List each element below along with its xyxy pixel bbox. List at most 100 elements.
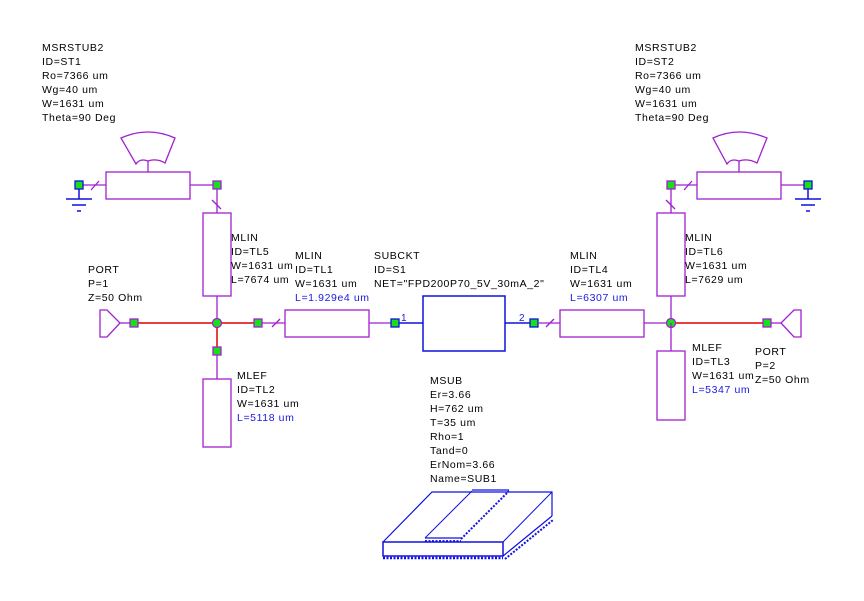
substrate-ground-side: [504, 519, 554, 560]
s1-param-net: NET="FPD200P70_5V_30mA_2": [374, 278, 544, 290]
st1-type-label: MSRSTUB2: [42, 42, 104, 54]
radial-stub-fan-icon: [120, 131, 176, 166]
ground-2: [795, 180, 821, 212]
tl4-tick: [545, 318, 555, 328]
tl4-param-l: L=6307 um: [570, 292, 628, 304]
tl2-node-top[interactable]: [212, 346, 222, 356]
component-tl5[interactable]: MLIN ID=TL5 W=1631 um L=7674 um: [202, 189, 293, 323]
tl3-param-id: ID=TL3: [692, 356, 730, 368]
port2-node[interactable]: [762, 318, 772, 328]
tl3-body: [656, 350, 686, 421]
component-st1[interactable]: MSRSTUB2 ID=ST1 Ro=7366 um Wg=40 um W=16…: [42, 42, 217, 200]
tl1-param-w: W=1631 um: [295, 278, 357, 290]
tl6-tick: [665, 199, 676, 210]
s1-node-pin1[interactable]: [390, 318, 400, 328]
tl5-type-label: MLIN: [231, 232, 259, 244]
port1-type-label: PORT: [88, 264, 119, 276]
component-port1[interactable]: PORT P=1 Z=50 Ohm: [88, 264, 143, 338]
tl2-body: [202, 378, 232, 448]
st1-param-ro: Ro=7366 um: [42, 70, 108, 82]
substrate-front-face: [382, 541, 504, 557]
radial-stub-fan-icon: [712, 131, 768, 166]
tl6-type-label: MLIN: [685, 232, 713, 244]
tl1-tick: [271, 318, 281, 328]
component-st2[interactable]: MSRSTUB2 ID=ST2 Ro=7366 um Wg=40 um W=16…: [635, 42, 808, 200]
strip-left-edge: [424, 490, 473, 539]
tl1-body: [284, 309, 370, 338]
msub-param-h: H=762 um: [430, 403, 484, 415]
component-tl3[interactable]: MLEF ID=TL3 W=1631 um L=5347 um: [656, 323, 754, 421]
st2-node-left[interactable]: [666, 180, 676, 190]
s1-pin1-label: 1: [401, 313, 407, 324]
tl4-body: [559, 309, 645, 338]
st1-param-w: W=1631 um: [42, 98, 104, 110]
tl6-param-w: W=1631 um: [685, 260, 747, 272]
tl5-body: [202, 212, 232, 297]
component-port2[interactable]: PORT P=2 Z=50 Ohm: [671, 309, 810, 386]
st2-param-ro: Ro=7366 um: [635, 70, 701, 82]
tl3-param-w: W=1631 um: [692, 370, 754, 382]
substrate-right-diag: [502, 491, 553, 543]
st2-body: [696, 171, 782, 200]
component-tl2[interactable]: MLEF ID=TL2 W=1631 um L=5118 um: [202, 355, 299, 448]
junction-left[interactable]: [211, 317, 223, 329]
st1-param-theta: Theta=90 Deg: [42, 112, 116, 124]
tl4-param-w: W=1631 um: [570, 278, 632, 290]
st2-param-id: ID=ST2: [635, 56, 675, 68]
msub-param-tand: Tand=0: [430, 445, 468, 457]
component-s1[interactable]: SUBCKT ID=S1 NET="FPD200P70_5V_30mA_2" 1…: [374, 250, 544, 352]
substrate-icon: [382, 489, 554, 560]
st2-param-w: W=1631 um: [635, 98, 697, 110]
tl6-param-l: L=7629 um: [685, 274, 743, 286]
tl2-param-w: W=1631 um: [237, 398, 299, 410]
tl1-param-l: L=1.929e4 um: [295, 292, 370, 304]
s1-param-id: ID=S1: [374, 264, 406, 276]
st1-node-right[interactable]: [212, 180, 222, 190]
component-tl1[interactable]: MLIN ID=TL1 W=1631 um L=1.929e4 um: [262, 250, 395, 338]
st1-param-wg: Wg=40 um: [42, 84, 98, 96]
tl6-param-id: ID=TL6: [685, 246, 723, 258]
msub-param-name: Name=SUB1: [430, 473, 497, 485]
ground-1: [66, 180, 92, 212]
port1-param-p: P=1: [88, 278, 109, 290]
substrate-top-edge: [382, 491, 553, 543]
port2-type-label: PORT: [755, 346, 786, 358]
s1-pin2-label: 2: [519, 313, 525, 324]
tl2-param-id: ID=TL2: [237, 384, 275, 396]
st1-body: [105, 171, 191, 200]
msub-type-label: MSUB: [430, 375, 463, 387]
msub-param-er: Er=3.66: [430, 389, 471, 401]
tl2-type-label: MLEF: [237, 370, 267, 382]
tl3-param-l: L=5347 um: [692, 384, 750, 396]
component-tl4[interactable]: MLIN ID=TL4 W=1631 um L=6307 um: [538, 250, 671, 338]
component-msub[interactable]: MSUB Er=3.66 H=762 um T=35 um Rho=1 Tand…: [382, 375, 554, 560]
s1-type-label: SUBCKT: [374, 250, 420, 262]
st1-tick: [90, 180, 100, 191]
msub-param-t: T=35 um: [430, 417, 476, 429]
tl1-param-id: ID=TL1: [295, 264, 333, 276]
tl5-tick: [211, 199, 222, 210]
tl4-type-label: MLIN: [570, 250, 598, 262]
tl1-node-left[interactable]: [253, 318, 263, 328]
st2-param-wg: Wg=40 um: [635, 84, 691, 96]
tl5-param-w: W=1631 um: [231, 260, 293, 272]
ground-1-node[interactable]: [74, 180, 84, 190]
tl4-param-id: ID=TL4: [570, 264, 608, 276]
s1-node-pin2[interactable]: [529, 318, 539, 328]
tl2-param-l: L=5118 um: [237, 412, 294, 424]
st1-param-id: ID=ST1: [42, 56, 82, 68]
port1-node[interactable]: [129, 318, 139, 328]
strip-right-thickness: [460, 490, 510, 540]
component-tl6[interactable]: MLIN ID=TL6 W=1631 um L=7629 um: [656, 189, 747, 323]
st2-param-theta: Theta=90 Deg: [635, 112, 709, 124]
msub-param-rho: Rho=1: [430, 431, 464, 443]
st2-type-label: MSRSTUB2: [635, 42, 697, 54]
msub-param-ernom: ErNom=3.66: [430, 459, 495, 471]
ground-2-node[interactable]: [803, 180, 813, 190]
tl1-type-label: MLIN: [295, 250, 323, 262]
port2-param-p: P=2: [755, 360, 776, 372]
st2-tick: [683, 180, 693, 191]
tl6-body: [656, 212, 686, 297]
port1-param-z: Z=50 Ohm: [88, 292, 143, 304]
